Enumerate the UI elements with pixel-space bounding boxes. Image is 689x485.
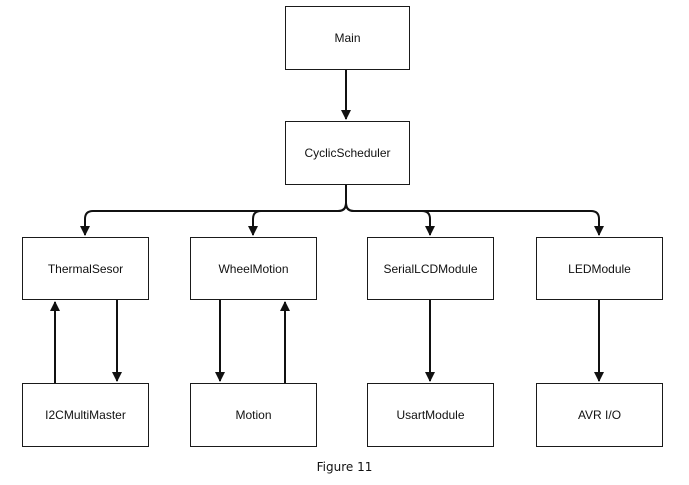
node-thermalsesor: ThermalSesor: [22, 237, 149, 300]
node-avrio: AVR I/O: [536, 383, 663, 447]
node-seriallcdmodule: SerialLCDModule: [367, 237, 494, 300]
node-ledmodule: LEDModule: [536, 237, 663, 300]
figure-caption: Figure 11: [316, 460, 373, 474]
node-i2cmultimaster: I2CMultiMaster: [22, 383, 149, 447]
node-usartmodule: UsartModule: [367, 383, 494, 447]
edge-bus-cyclicscheduler-to-ledmodule: [345, 185, 604, 236]
node-motion: Motion: [190, 383, 317, 447]
node-cyclicscheduler: CyclicScheduler: [285, 121, 410, 185]
node-wheelmotion: WheelMotion: [190, 237, 317, 300]
node-main: Main: [285, 6, 410, 70]
edge-bus-cyclicscheduler-to-wheelmotion: [248, 185, 347, 236]
